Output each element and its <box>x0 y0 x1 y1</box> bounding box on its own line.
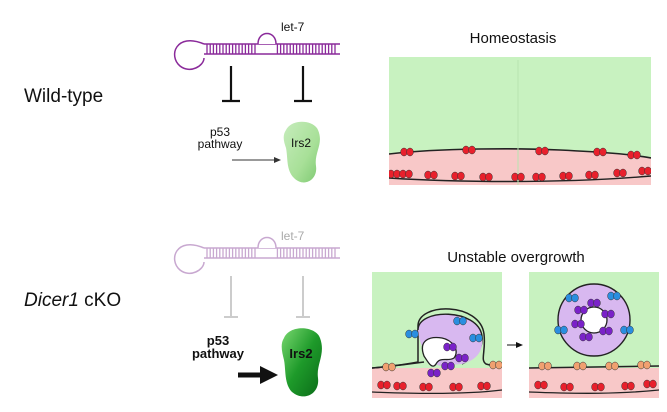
mirna-hairpin <box>173 32 340 70</box>
blue-cell-pair <box>405 329 419 339</box>
overgrowth-title: Unstable overgrowth <box>447 249 585 266</box>
purple-cell-pair <box>427 368 441 378</box>
red-cell-pair <box>593 147 607 157</box>
red-cell-pair <box>585 170 599 180</box>
red-cell-pair <box>560 382 574 392</box>
red-cell-pair <box>532 172 546 182</box>
orange-cell-pair <box>489 360 502 370</box>
red-cell-pair <box>399 169 413 179</box>
p53-label-bold: p53 <box>207 333 229 348</box>
homeostasis-panel <box>389 57 651 185</box>
inhibition-arrows-faded <box>224 276 310 318</box>
red-cell-pair <box>621 381 635 391</box>
overgrowth-panel-1 <box>372 272 502 398</box>
red-cell-pair <box>393 381 407 391</box>
inhibition-arrows <box>222 66 312 103</box>
purple-cell-pair <box>441 361 455 371</box>
arrow-p53-to-irs2-thick <box>238 366 278 384</box>
red-cell-pair <box>462 145 476 155</box>
red-cell-pair <box>534 380 548 390</box>
wildtype-label: Wild-type <box>24 86 103 107</box>
purple-cell-pair <box>574 305 588 315</box>
orange-cell-pair <box>605 361 619 371</box>
red-cell-pair <box>535 146 549 156</box>
purple-cell-pair <box>599 326 613 336</box>
orange-cell-pair <box>637 360 651 370</box>
irs2-blob-dark <box>281 328 322 397</box>
red-cell-pair <box>400 147 414 157</box>
red-cell-pair <box>451 171 465 181</box>
red-cell-pair <box>638 166 651 176</box>
p53-label-2: pathway <box>198 137 243 151</box>
red-cell-pair <box>559 171 573 181</box>
let7-label-faded: let-7 <box>281 229 305 243</box>
blue-cell-pair <box>620 325 634 335</box>
blue-cell-pair <box>469 333 483 343</box>
red-cell-pair <box>643 379 657 389</box>
orange-cell-pair <box>538 361 552 371</box>
p53-label: p53 <box>210 125 230 139</box>
purple-cell-pair <box>455 353 469 363</box>
red-cell-pair <box>389 169 401 179</box>
red-cell-pair <box>419 382 433 392</box>
red-cell-pair <box>477 381 491 391</box>
blue-cell-pair <box>554 325 568 335</box>
p53-label-bold-2: pathway <box>192 346 245 361</box>
cko-label: Dicer1 cKO <box>24 290 121 311</box>
irs2-label: Irs2 <box>291 136 311 150</box>
red-cell-pair <box>479 172 493 182</box>
red-cell-pair <box>449 382 463 392</box>
red-cell-pair <box>627 150 641 160</box>
irs2-blob <box>283 121 320 183</box>
blue-cell-pair <box>607 291 621 301</box>
mirna-hairpin-faded <box>173 236 340 274</box>
red-cell-pair <box>613 168 627 178</box>
red-cell-pair <box>591 382 605 392</box>
red-cell-pair <box>377 380 391 390</box>
red-cell-pair <box>424 170 438 180</box>
red-cell-pair <box>511 172 525 182</box>
purple-cell-pair <box>571 319 585 329</box>
irs2-label-bold: Irs2 <box>289 346 312 361</box>
transition-arrow <box>507 342 523 348</box>
overgrowth-panel-2 <box>529 272 659 398</box>
blue-cell-pair <box>565 293 579 303</box>
purple-cell-pair <box>587 298 601 308</box>
homeostasis-title: Homeostasis <box>470 30 557 47</box>
purple-cell-pair <box>579 332 593 342</box>
orange-cell-pair <box>382 362 396 372</box>
blue-cell-pair <box>453 316 467 326</box>
let7-label: let-7 <box>281 20 305 34</box>
arrow-p53-to-irs2 <box>232 157 281 163</box>
purple-cell-pair <box>443 342 457 352</box>
orange-cell-pair <box>573 361 587 371</box>
purple-cell-pair <box>601 309 615 319</box>
